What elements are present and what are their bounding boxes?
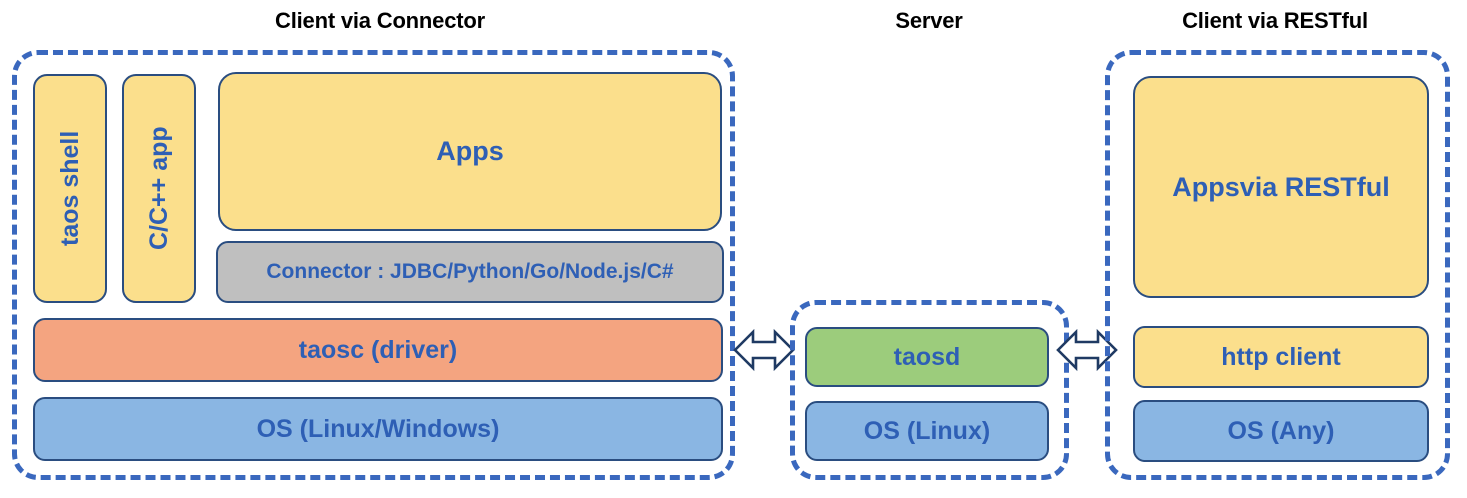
node-apps[interactable]: Apps	[218, 72, 722, 231]
node-os-linux[interactable]: OS (Linux)	[805, 401, 1049, 461]
double-arrow-icon	[1056, 328, 1118, 372]
section-heading-server: Server	[895, 8, 963, 33]
node-os-any[interactable]: OS (Any)	[1133, 400, 1429, 462]
double-arrow-icon	[733, 328, 795, 372]
node-cpp-app[interactable]: C/C++ app	[122, 74, 196, 303]
node-taosd[interactable]: taosd	[805, 327, 1049, 387]
node-apps-via-restful-line2: via RESTful	[1239, 171, 1390, 202]
node-connector-libraries[interactable]: Connector : JDBC/Python/Go/Node.js/C#	[216, 241, 724, 303]
node-os-linux-windows[interactable]: OS (Linux/Windows)	[33, 397, 723, 461]
group-client-via-restful	[1105, 50, 1450, 480]
node-taosc-driver[interactable]: taosc (driver)	[33, 318, 723, 382]
section-heading-client-connector: Client via Connector	[275, 8, 485, 33]
node-apps-via-restful[interactable]: Apps via RESTful	[1133, 76, 1429, 298]
double-arrow-icon-connector-server	[733, 322, 795, 378]
section-heading-client-restful: Client via RESTful	[1182, 8, 1368, 33]
double-arrow-icon-server-restful	[1056, 322, 1118, 378]
group-server	[790, 300, 1069, 480]
group-client-via-connector	[12, 50, 735, 480]
node-taos-shell[interactable]: taos shell	[33, 74, 107, 303]
node-http-client[interactable]: http client	[1133, 326, 1429, 388]
node-apps-via-restful-line1: Apps	[1172, 171, 1240, 202]
